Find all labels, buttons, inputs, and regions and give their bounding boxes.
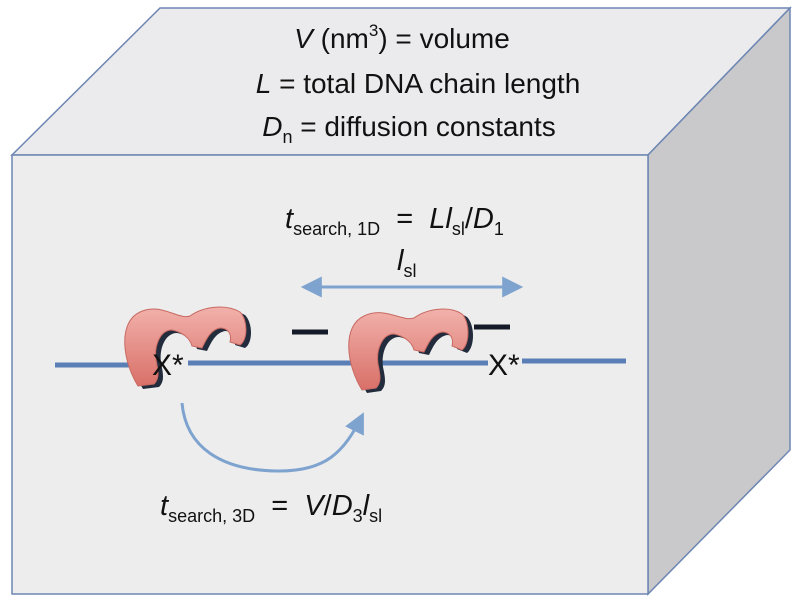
box-front-face xyxy=(11,154,649,595)
volume-definition: V (nm3) = volume xyxy=(294,21,510,54)
length-definition: L = total DNA chain length xyxy=(256,68,581,99)
diffusion-definition: Dn = diffusion constants xyxy=(262,111,556,147)
sliding-length-label: lsl xyxy=(397,245,416,281)
equation-3d: tsearch, 3D = V/D3lsl xyxy=(160,490,382,526)
curved-arrow-icon xyxy=(180,402,364,473)
target-site-left: X* xyxy=(152,349,184,382)
protein-icon xyxy=(348,308,473,393)
target-site-right: X* xyxy=(488,349,520,382)
equation-1d: tsearch, 1D = Llsl/D1 xyxy=(285,203,504,239)
protein-icon xyxy=(124,306,251,389)
